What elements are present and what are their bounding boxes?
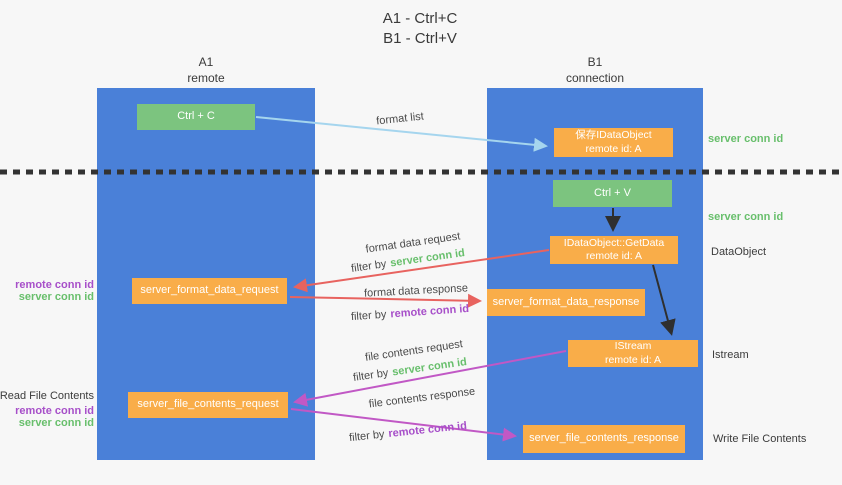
node-server-file-contents-request: server_file_contents_request <box>128 392 288 418</box>
node-file-response-label: server_file_contents_response <box>529 432 679 445</box>
node-format-response-label: server_format_data_response <box>492 295 640 308</box>
label-server-conn-id-left-1: server conn id <box>18 291 94 303</box>
node-ctrl-v-label: Ctrl + V <box>594 186 631 199</box>
label-remote-conn-id-left-2: remote conn id <box>15 405 94 417</box>
node-istream-line1: IStream <box>614 340 652 353</box>
node-server-format-data-response: server_format_data_response <box>487 289 645 316</box>
node-idataobject-getdata: IDataObject::GetData remote id: A <box>550 236 678 264</box>
server-conn-id-text: server conn id <box>391 356 468 379</box>
remote-conn-id-text: remote conn id <box>387 419 468 441</box>
node-save-idataobject-line2: remote id: A <box>585 142 642 155</box>
label-remote-conn-id-left-1: remote conn id <box>15 279 94 291</box>
node-getdata-line1: IDataObject::GetData <box>563 236 665 249</box>
title-line-b1: B1 - Ctrl+V <box>383 29 457 47</box>
node-ctrl-c: Ctrl + C <box>137 104 255 130</box>
left-read-file-group: Read File Contents remote conn id server… <box>0 390 94 429</box>
label-server-conn-id-top-right: server conn id <box>708 133 784 145</box>
label-file-contents-response: file contents response <box>368 385 476 411</box>
node-getdata-line2: remote id: A <box>585 250 643 262</box>
filter-by-text: filter by <box>350 308 387 324</box>
label-format-data-response: format data response <box>363 282 469 300</box>
node-server-file-contents-response: server_file_contents_response <box>523 425 685 453</box>
node-save-idataobject-line1: 保存IDataObject <box>575 129 652 142</box>
diagram-title: A1 - Ctrl+C B1 - Ctrl+V <box>320 9 520 48</box>
lane-b1-title: B1 <box>587 55 603 69</box>
node-istream: IStream remote id: A <box>568 340 698 367</box>
left-conn-id-group-1: remote conn id server conn id <box>15 279 94 303</box>
lane-a1-title: A1 <box>198 55 214 69</box>
node-save-idataobject: 保存IDataObject remote id: A <box>554 128 673 157</box>
node-file-request-label: server_file_contents_request <box>137 398 279 411</box>
label-server-conn-id-mid-right: server conn id <box>708 211 784 223</box>
lane-b1-subtitle: connection <box>565 71 625 86</box>
node-format-request-label: server_format_data_request <box>140 284 279 297</box>
remote-conn-id-text: remote conn id <box>389 302 470 321</box>
node-ctrl-c-label: Ctrl + C <box>177 110 215 123</box>
node-ctrl-v: Ctrl + V <box>553 180 672 207</box>
label-istream-side: Istream <box>712 349 749 361</box>
label-format-list: format list <box>375 110 425 128</box>
label-read-file-contents: Read File Contents <box>0 390 94 402</box>
lane-a1-subtitle: remote <box>187 71 225 86</box>
filter-by-text: filter by <box>352 367 390 384</box>
node-istream-line2: remote id: A <box>604 353 662 366</box>
filter-by-text: filter by <box>348 428 386 445</box>
title-line-a1: A1 - Ctrl+C <box>382 10 458 27</box>
label-write-file-contents: Write File Contents <box>713 433 807 445</box>
label-server-conn-id-left-2: server conn id <box>18 417 94 429</box>
lane-header-b1: B1 connection <box>487 54 703 86</box>
filter-by-text: filter by <box>350 258 388 275</box>
label-dataobject: DataObject <box>711 246 767 258</box>
node-server-format-data-request: server_format_data_request <box>132 278 287 304</box>
lane-header-a1: A1 remote <box>97 54 315 86</box>
